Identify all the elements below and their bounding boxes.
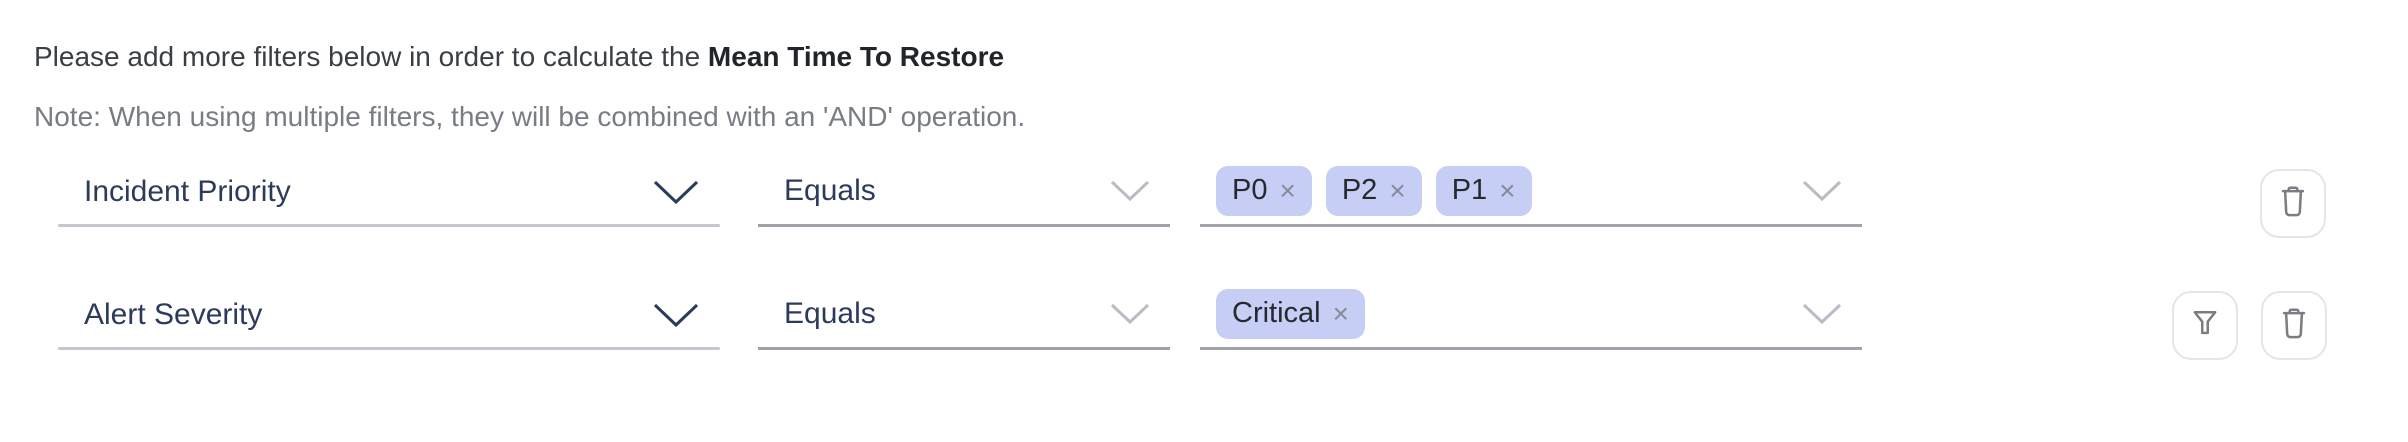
funnel-icon [2189, 306, 2221, 345]
chevron-down-icon [652, 302, 700, 329]
trash-icon [2277, 184, 2309, 224]
value-chip: P1 × [1435, 165, 1532, 216]
field-selector-row1[interactable]: Incident Priority [58, 157, 720, 227]
field-selector-value: Alert Severity [84, 298, 263, 331]
chevron-down-icon [1110, 180, 1150, 202]
selected-values: P0 × P2 × P1 × [1200, 165, 1532, 216]
operator-selector-value: Equals [784, 296, 876, 330]
remove-value-icon[interactable]: × [1389, 174, 1406, 206]
delete-filter-button[interactable] [2261, 291, 2327, 360]
value-chip-label: P2 [1341, 174, 1378, 206]
value-chip-label: P0 [1232, 174, 1268, 206]
chevron-down-icon [1802, 303, 1842, 325]
metric-name: Mean Time To Restore [707, 41, 1005, 72]
operator-selector-value: Equals [784, 173, 876, 207]
delete-filter-button[interactable] [2260, 169, 2326, 238]
operator-selector-row2[interactable]: Equals [758, 280, 1170, 350]
field-selector-row2[interactable]: Alert Severity [58, 280, 720, 350]
remove-value-icon[interactable]: × [1279, 174, 1296, 206]
chevron-down-icon [1110, 303, 1150, 325]
value-chip: P2 × [1325, 165, 1422, 216]
chevron-down-icon [652, 179, 700, 206]
values-multiselect-row2[interactable]: Critical × [1200, 280, 1862, 350]
values-multiselect-row1[interactable]: P0 × P2 × P1 × [1200, 157, 1862, 227]
filters-note: Note: When using multiple filters, they … [34, 101, 1026, 132]
value-chip: Critical × [1216, 288, 1365, 339]
remove-value-icon[interactable]: × [1332, 297, 1349, 329]
remove-value-icon[interactable]: × [1499, 174, 1516, 206]
chevron-down-icon [1802, 180, 1842, 202]
value-chip: P0 × [1216, 165, 1312, 216]
apply-filter-button[interactable] [2172, 291, 2238, 360]
value-chip-label: Critical [1232, 297, 1321, 329]
value-chip-label: P1 [1451, 174, 1488, 206]
instruction-text: Please add more filters below in order t… [34, 41, 708, 72]
operator-selector-row1[interactable]: Equals [758, 157, 1170, 227]
field-selector-value: Incident Priority [84, 175, 291, 208]
selected-values: Critical × [1200, 288, 1365, 339]
trash-icon [2278, 306, 2310, 346]
filters-instruction: Please add more filters below in order t… [34, 41, 1004, 73]
